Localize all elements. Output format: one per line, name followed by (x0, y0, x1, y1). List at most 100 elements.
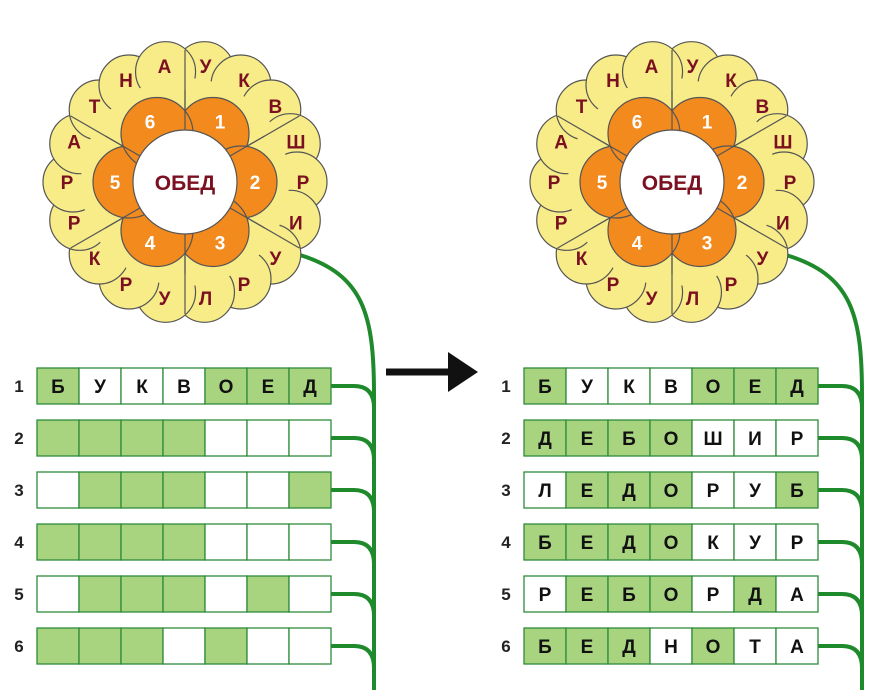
left-stem (299, 253, 376, 690)
right-outer-letter: Л (686, 289, 699, 310)
right-outer-letter: Р (548, 173, 561, 194)
right-grid-cell (523, 523, 567, 561)
right-cell-letter: Д (622, 637, 636, 658)
left-grid-cell (162, 367, 206, 405)
left-grid-cell (36, 627, 80, 665)
right-cell-letter: Е (581, 481, 594, 502)
right-stem-branch (818, 488, 864, 513)
left-row-number: 4 (14, 533, 24, 552)
right-stem-trunk (785, 253, 864, 690)
right-outer-letter: А (645, 57, 659, 78)
left-stem-trunk (299, 253, 376, 690)
left-grid-cell (78, 419, 122, 457)
left-grid-cell (204, 471, 248, 509)
right-cell-letter: К (623, 377, 635, 398)
right-cell-letter: У (749, 481, 761, 502)
right-grid-cell (523, 575, 567, 613)
right-outer-letter: У (687, 57, 699, 78)
right-outer-letter: Ш (773, 133, 792, 154)
right-grid-cell (607, 419, 651, 457)
right-cell-letter: И (748, 429, 762, 450)
right-cell-letter: Р (791, 533, 804, 554)
right-cell-letter: А (790, 585, 804, 606)
left-inner-number: 5 (110, 173, 121, 194)
right-row-number: 1 (501, 377, 510, 396)
right-outer-letter: Р (555, 213, 568, 234)
left-grid-cell (288, 367, 332, 405)
right-grid-cell (649, 367, 693, 405)
left-center-word: ОБЕД (155, 172, 215, 195)
right-inner-number: 1 (702, 112, 713, 133)
left-grid-cell (288, 575, 332, 613)
right-grid-cell (607, 627, 651, 665)
right-grid-cell (565, 471, 609, 509)
right-outer-letter: К (576, 249, 588, 270)
left-grid-cell (162, 627, 206, 665)
right-inner-divider (592, 135, 628, 157)
right-grid-cell (733, 419, 777, 457)
right-cell-letter: Е (581, 533, 594, 554)
right-outer-letter: Н (606, 71, 620, 92)
right-grid-cell (523, 471, 567, 509)
left-grid-cell (78, 627, 122, 665)
right-grid-cell (607, 523, 651, 561)
left-cell-letter: Б (51, 377, 65, 398)
left-grid-cell (36, 471, 80, 509)
left-grid-cell (36, 367, 80, 405)
right-cell-letter: Е (581, 585, 594, 606)
right-stem-branch (818, 540, 864, 565)
right-arrow-icon (386, 352, 478, 392)
right-cell-letter: Е (581, 637, 594, 658)
right-cell-letter: Б (538, 637, 552, 658)
left-grid-cell (36, 419, 80, 457)
right-grid-cell (691, 627, 735, 665)
left-grid-cell (120, 471, 164, 509)
right-grid-cell (775, 523, 819, 561)
left-inner-divider (229, 135, 265, 157)
left-grid-cell (288, 419, 332, 457)
left-outer-letter: Т (89, 97, 101, 118)
left-grid-cell (204, 627, 248, 665)
right-outer-letter: К (725, 71, 737, 92)
left-inner-divider (105, 207, 141, 229)
right-stem-branch (818, 592, 864, 617)
left-grid-cell (78, 523, 122, 561)
left-row-number: 2 (14, 429, 23, 448)
left-grid-cell (78, 471, 122, 509)
right-cell-letter: О (664, 429, 679, 450)
right-grid-cell (733, 627, 777, 665)
right-cell-letter: В (664, 377, 678, 398)
right-cell-letter: О (706, 637, 721, 658)
left-stem-branch (331, 384, 376, 409)
right-grid-cell (649, 523, 693, 561)
left-grid-cell (288, 523, 332, 561)
left-inner-number: 3 (215, 234, 226, 255)
right-grid-cell (691, 575, 735, 613)
right-row-number: 5 (501, 585, 510, 604)
left-cell-letter: О (219, 377, 234, 398)
left-outer-letter: В (269, 97, 283, 118)
right-grid-cell (607, 471, 651, 509)
right-grid-cell (649, 575, 693, 613)
right-row-number: 2 (501, 429, 510, 448)
left-stem-branch (331, 592, 376, 617)
left-stem-branch (331, 488, 376, 513)
right-inner-number: 4 (632, 234, 643, 255)
right-outer-letter: Р (784, 173, 797, 194)
left-grid-cell (246, 575, 290, 613)
left-outer-letter: Н (119, 71, 133, 92)
right-center-word: ОБЕД (642, 172, 702, 195)
right-row-number: 3 (501, 481, 510, 500)
left-row-number: 3 (14, 481, 23, 500)
left-grid-cell (246, 627, 290, 665)
right-cell-letter: Л (538, 481, 551, 502)
left-stem-branch (331, 540, 376, 565)
right-inner-divider (716, 135, 752, 157)
left-stem-branch (331, 436, 376, 461)
left-grid-cell (246, 523, 290, 561)
right-cell-letter: О (664, 533, 679, 554)
